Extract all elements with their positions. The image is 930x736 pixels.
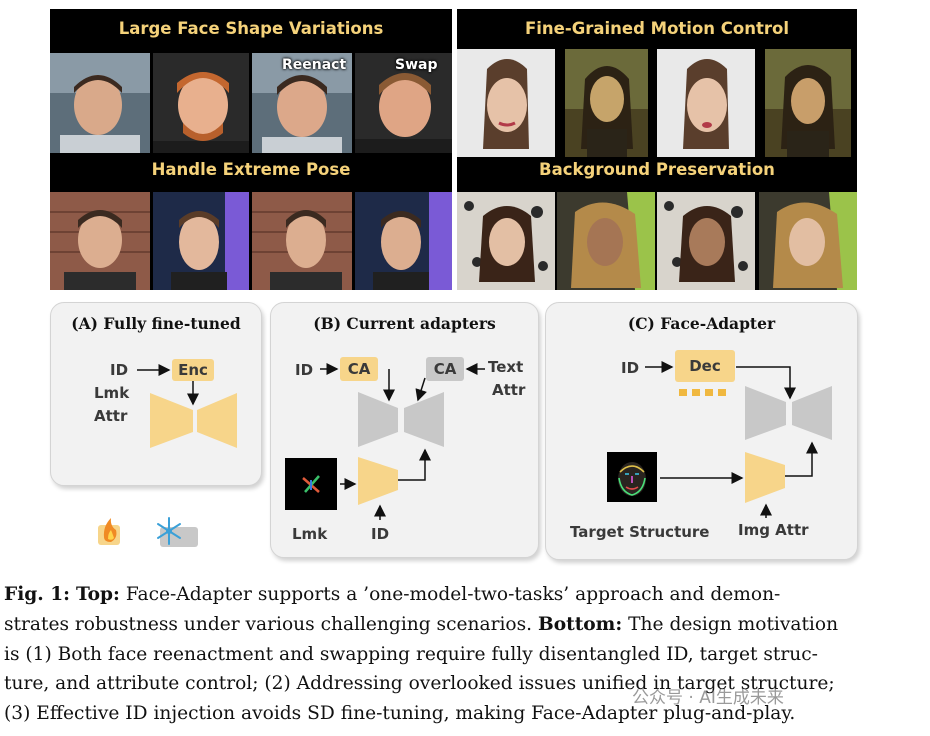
caption-line-2-start: strates robustness under various challen… (4, 613, 533, 635)
caption-line-1: Fig. 1: Top: Face-Adapter supports a ’on… (4, 580, 924, 610)
photo-pose-reenact-result (252, 192, 352, 290)
img-attr-label: Img Attr (738, 521, 809, 539)
card-b-id-label: ID (295, 361, 314, 379)
card-b-attr-label: Attr (492, 381, 526, 399)
target-structure-image (607, 452, 657, 502)
photo-background-result-2 (759, 192, 857, 290)
caption-top-label: Top: (75, 584, 120, 605)
photo-background-source-2 (557, 192, 655, 290)
card-c-title: (C) Face-Adapter (627, 314, 776, 333)
caption-line-3: is (1) Both face reenactment and swappin… (4, 643, 818, 665)
photo-motion-source-1 (457, 49, 555, 157)
panel-title-motion-control: Fine-Grained Motion Control (524, 19, 789, 38)
caption-bottom-label: Bottom: (537, 613, 623, 635)
card-b-text-label: Text (488, 358, 524, 376)
reenact-tag: Reenact (282, 57, 347, 73)
snowflake-icon (157, 517, 198, 547)
photo-source-face-2 (153, 53, 249, 153)
encoder-box: Enc (172, 359, 214, 381)
card-a-id-label: ID (110, 361, 129, 379)
photo-pose-source-2 (153, 192, 249, 290)
card-a-lmk-label: Lmk (94, 384, 130, 402)
swap-tag: Swap (395, 57, 438, 73)
photo-motion-result-1 (657, 49, 755, 157)
caption-line-4: ture, and attribute control; (2) Address… (4, 673, 835, 695)
watermark-text: 公众号 · AI生成未来 (632, 688, 784, 708)
cross-attention-id-box: CA (340, 357, 378, 381)
photo-swap-result-1: Swap (355, 53, 452, 153)
photo-motion-source-2 (565, 49, 648, 157)
photo-motion-result-2 (765, 49, 851, 157)
photo-background-source-1 (457, 192, 555, 290)
photo-source-face-1 (50, 53, 150, 153)
card-a-title: (A) Fully fine-tuned (71, 314, 241, 333)
photo-pose-source-1 (50, 192, 150, 290)
photo-pose-swap-result (355, 192, 452, 290)
card-b-lmk-label: Lmk (292, 525, 328, 543)
caption-line-1-text: Face-Adapter supports a ’one-model-two-t… (125, 584, 781, 605)
fire-icon (98, 518, 120, 545)
panel-title-background-preservation: Background Preservation (539, 160, 775, 179)
card-b-id-bottom-label: ID (371, 525, 390, 543)
card-fully-fine-tuned: (A) Fully fine-tuned (50, 302, 262, 486)
card-c-id-label: ID (621, 359, 640, 377)
caption-line-5: (3) Effective ID injection avoids SD fin… (4, 703, 796, 725)
photo-background-result-1 (657, 192, 755, 290)
card-b-title: (B) Current adapters (313, 314, 496, 333)
target-structure-label: Target Structure (570, 523, 710, 541)
caption-fig-label: Fig. 1: (4, 584, 71, 605)
decoder-box: Dec (675, 350, 735, 382)
caption-line-2: strates robustness under various challen… (4, 610, 924, 640)
top-right-panel: Fine-Grained Motion Control Background P… (457, 9, 857, 290)
caption-line-2-end: The design motivation (628, 613, 839, 635)
panel-title-face-shape: Large Face Shape Variations (118, 19, 384, 38)
card-face-adapter: (C) Face-Adapter (545, 302, 858, 560)
panel-title-extreme-pose: Handle Extreme Pose (151, 160, 351, 179)
top-left-panel: Large Face Shape Variations Handle Extre… (50, 9, 452, 290)
figure-caption: Fig. 1: Top: Face-Adapter supports a ’on… (4, 580, 924, 729)
card-a-attr-label: Attr (94, 407, 128, 425)
card-current-adapters: (B) Current adapters (270, 302, 539, 558)
cross-attention-text-box: CA (426, 357, 464, 381)
photo-reenact-result-1: Reenact (252, 53, 352, 153)
landmark-image (285, 458, 337, 510)
